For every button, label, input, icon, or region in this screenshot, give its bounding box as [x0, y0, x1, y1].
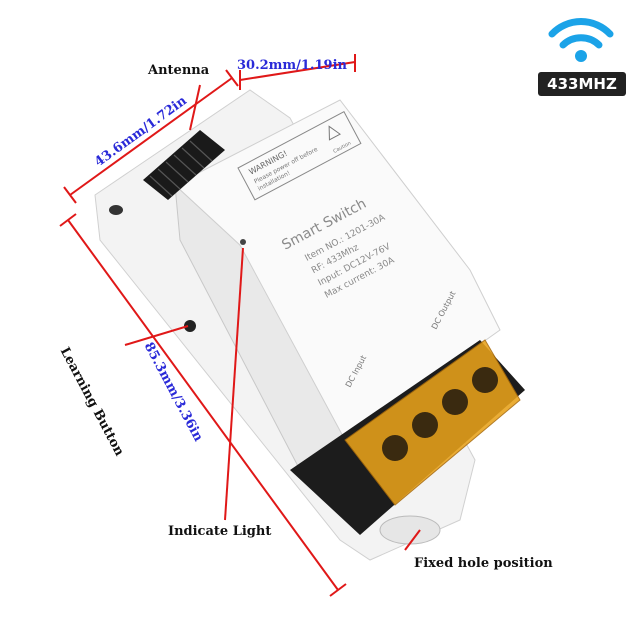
- frequency-badge: 433MHZ: [538, 72, 626, 96]
- indicator-light-hole: [240, 239, 246, 245]
- side-depth-dimension-line: [69, 77, 233, 196]
- antenna-coil: [143, 130, 225, 200]
- antenna-pointer-line: [189, 84, 201, 131]
- learning-button-hole: [184, 320, 196, 332]
- indicate-light-pointer-line: [224, 247, 244, 521]
- top-width-dimension: 30.2mm/1.19in: [237, 58, 347, 73]
- caution-triangle-icon: [328, 125, 341, 141]
- mounting-hole-top: [109, 205, 123, 215]
- wifi-signal-icon: [548, 18, 614, 62]
- body-top-face: [174, 99, 501, 441]
- fixed-hole-pointer-line: [404, 529, 421, 551]
- length-dimension-line: [67, 219, 339, 591]
- antenna-label: Antenna: [148, 63, 210, 78]
- terminal-screws: [382, 367, 498, 461]
- indicate-light-label: Indicate Light: [168, 524, 272, 539]
- fixed-hole-label: Fixed hole position: [414, 556, 553, 571]
- learning-button-pointer-line: [124, 325, 189, 346]
- mounting-hole-bottom: [379, 515, 441, 545]
- top-width-dimension-line: [239, 61, 356, 81]
